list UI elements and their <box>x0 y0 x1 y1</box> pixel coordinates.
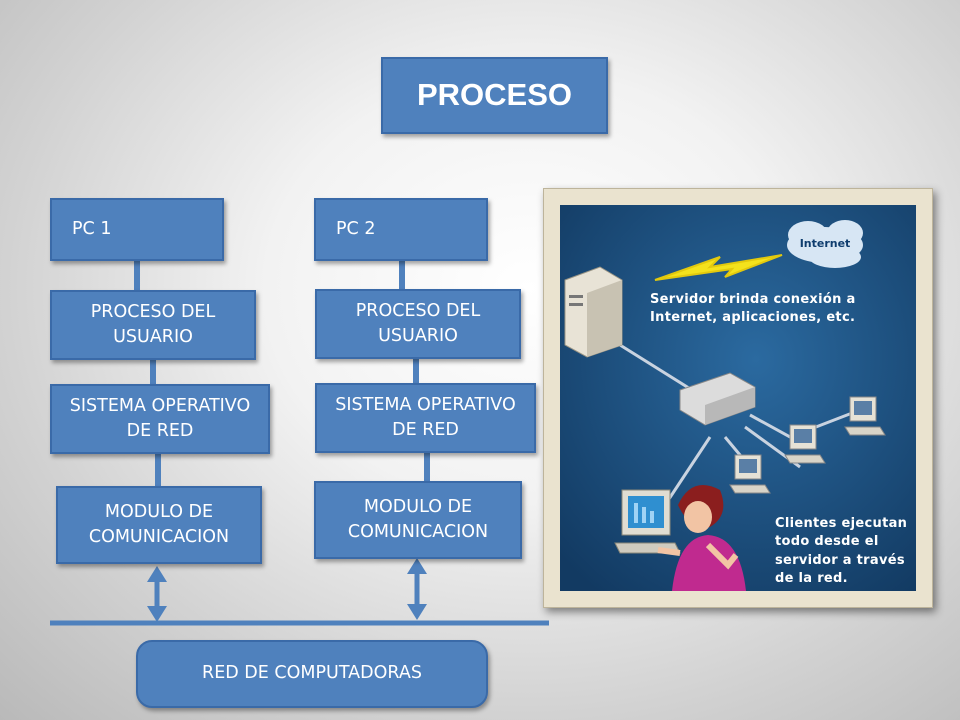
pc2-comm-module-label: MODULO DE COMUNICACION <box>347 496 489 542</box>
pc2-box: PC 2 <box>314 198 488 261</box>
internet-cloud-icon <box>787 220 863 268</box>
switch-icon <box>679 372 756 426</box>
client-computer-icon-1 <box>844 396 886 436</box>
arrow-up-pc1 <box>147 566 167 582</box>
pc1-network-os-box: SISTEMA OPERATIVO DE RED <box>50 384 270 454</box>
pc2-user-process-box: PROCESO DEL USUARIO <box>315 289 521 359</box>
pc1-label: PC 1 <box>72 218 112 239</box>
pc2-comm-module-box: MODULO DE COMUNICACION <box>314 481 522 559</box>
user-at-computer-icon <box>614 485 746 591</box>
pc2-network-os-label: SISTEMA OPERATIVO DE RED <box>335 394 516 440</box>
pc1-network-os-label: SISTEMA OPERATIVO DE RED <box>69 395 251 441</box>
pc2-user-process-label: PROCESO DEL USUARIO <box>355 300 481 346</box>
server-icon <box>564 266 623 358</box>
arrow-down-pc2 <box>407 604 427 620</box>
title-text: PROCESO <box>416 77 573 113</box>
title-box: PROCESO <box>381 57 608 134</box>
client-computer-icon-3 <box>729 454 771 494</box>
pc1-box: PC 1 <box>50 198 224 261</box>
server-caption: Servidor brinda conexión a Internet, apl… <box>650 292 856 326</box>
pc1-comm-module-box: MODULO DE COMUNICACION <box>56 486 262 564</box>
pc1-user-process-label: PROCESO DEL USUARIO <box>90 301 216 347</box>
network-label: RED DE COMPUTADORAS <box>202 663 422 684</box>
client-caption: Clientes ejecutan todo desde el servidor… <box>775 516 908 587</box>
client-computer-icon-2 <box>784 424 826 464</box>
network-illustration: Internet <box>560 205 916 591</box>
pc1-comm-module-label: MODULO DE COMUNICACION <box>88 501 230 547</box>
arrow-up-pc2 <box>407 558 427 574</box>
lightning-icon <box>654 254 783 281</box>
pc1-user-process-box: PROCESO DEL USUARIO <box>50 290 256 360</box>
cloud-label: Internet <box>800 237 851 250</box>
illustration-frame: Internet <box>543 188 933 608</box>
pc2-network-os-box: SISTEMA OPERATIVO DE RED <box>315 383 536 453</box>
arrow-down-pc1 <box>147 606 167 622</box>
pc2-label: PC 2 <box>336 218 376 239</box>
illustration-graphics: Internet <box>560 205 916 591</box>
network-box: RED DE COMPUTADORAS <box>136 640 488 708</box>
